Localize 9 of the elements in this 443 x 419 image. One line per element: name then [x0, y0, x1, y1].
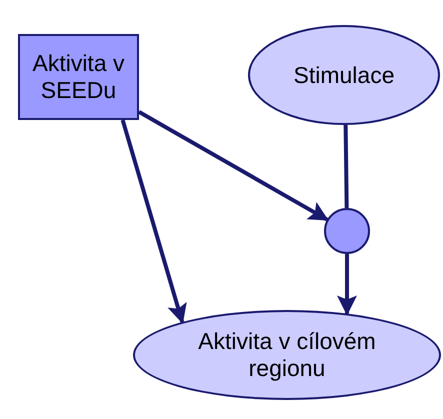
process-box — [18, 34, 139, 120]
junction-circle — [324, 208, 370, 254]
node-label: Aktivita v SEEDu — [31, 50, 126, 104]
arrow — [138, 110, 329, 222]
node-label: Stimulace — [294, 62, 394, 88]
arrow — [120, 119, 187, 324]
node-label: Aktivita v cílovém regionu — [197, 328, 377, 382]
connector-line — [344, 124, 349, 208]
arrow — [337, 254, 357, 316]
